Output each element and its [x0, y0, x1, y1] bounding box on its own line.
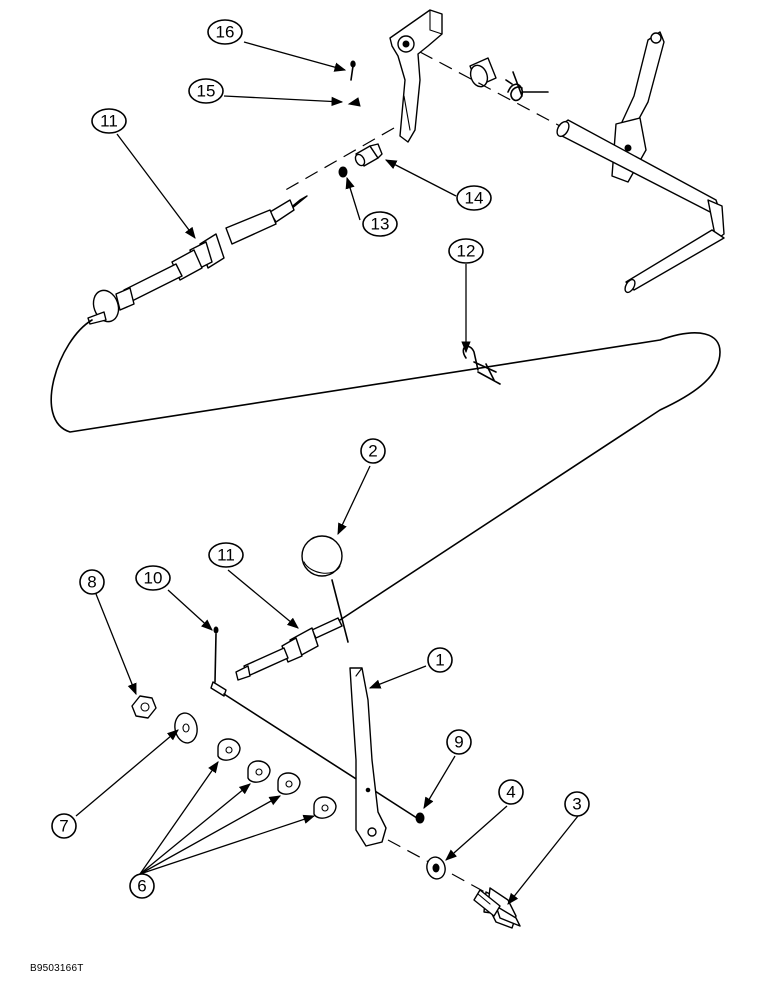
- callout-11-lower: 11: [208, 542, 244, 568]
- callout-7: 7: [51, 813, 77, 839]
- callout-12: 12: [448, 238, 484, 264]
- washer-7: [174, 712, 198, 744]
- washer-15: [347, 97, 361, 107]
- pedal-shaft-lever: [556, 31, 725, 294]
- callout-13: 13: [362, 211, 398, 237]
- svg-text:4: 4: [506, 783, 515, 802]
- callout-6: 6: [129, 873, 155, 899]
- alignment-line: [281, 127, 395, 193]
- svg-text:2: 2: [368, 442, 377, 461]
- nut-8: [131, 695, 157, 719]
- bolt-3: [473, 887, 521, 929]
- svg-text:3: 3: [572, 795, 581, 814]
- bushing: [469, 57, 497, 88]
- svg-text:9: 9: [454, 733, 463, 752]
- washer-4: [426, 856, 446, 880]
- svg-text:7: 7: [59, 817, 68, 836]
- pin-10: [210, 626, 227, 697]
- svg-text:8: 8: [87, 573, 96, 592]
- callout-11-upper: 11: [91, 108, 127, 134]
- alignment-line: [331, 579, 349, 643]
- callout-14: 14: [456, 185, 492, 211]
- callout-4: 4: [498, 779, 524, 805]
- ball-9: [415, 812, 425, 824]
- svg-text:10: 10: [144, 569, 163, 588]
- figure-code: B9503166T: [30, 963, 84, 974]
- svg-text:6: 6: [137, 877, 146, 896]
- pedal-pad-2: [301, 535, 343, 577]
- alignment-line: [223, 693, 421, 821]
- shims-6: [217, 738, 337, 819]
- svg-text:13: 13: [371, 215, 390, 234]
- callout-16: 16: [207, 19, 243, 45]
- svg-text:12: 12: [457, 242, 476, 261]
- cotter-pin-16: [350, 60, 356, 81]
- callout-8: 8: [79, 569, 105, 595]
- callout-10: 10: [135, 565, 171, 591]
- svg-text:11: 11: [217, 546, 235, 565]
- upper-pivot-bracket: [389, 9, 443, 143]
- upper-cable-end: [87, 195, 308, 325]
- callout-2: 2: [360, 438, 386, 464]
- svg-text:11: 11: [100, 112, 118, 131]
- control-cable: [50, 319, 721, 621]
- callout-9: 9: [446, 729, 472, 755]
- svg-text:16: 16: [216, 23, 235, 42]
- torsion-spring: [505, 71, 549, 102]
- pedal-arm-1: [349, 667, 387, 847]
- washer-13: [338, 166, 348, 178]
- svg-text:14: 14: [465, 189, 484, 208]
- callout-1: 1: [427, 647, 453, 673]
- callout-15: 15: [188, 78, 224, 104]
- clevis-pin-14: [354, 143, 383, 167]
- alignment-line: [419, 51, 561, 127]
- svg-text:15: 15: [197, 82, 216, 101]
- callout-3: 3: [564, 791, 590, 817]
- lower-cable-end: [235, 617, 343, 681]
- svg-text:1: 1: [435, 651, 444, 670]
- alignment-line: [451, 873, 493, 897]
